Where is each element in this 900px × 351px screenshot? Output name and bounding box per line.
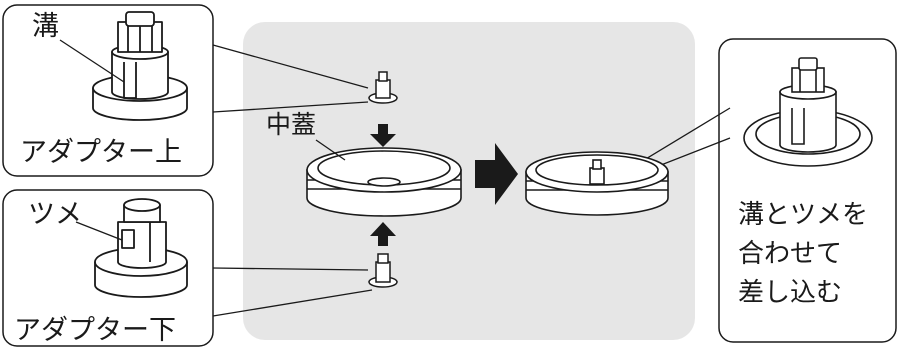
instruction-line-1: 溝とツメを (738, 200, 869, 230)
claw-leader-line (75, 221, 123, 241)
instruction-text: 溝とツメを 合わせて 差し込む (738, 196, 868, 313)
assembled-detail-callout (718, 38, 897, 343)
adapter-lower-label: アダプター下 (14, 315, 176, 346)
claw-label: ツメ (28, 199, 82, 230)
adapter-lower-leader-lines (212, 267, 373, 317)
assembled-lid-illustration (525, 151, 669, 216)
up-arrow-icon (370, 222, 396, 246)
adapter-lower-small (368, 253, 398, 288)
adapter-upper-small (368, 71, 398, 104)
adapter-upper-leader-lines (212, 44, 369, 113)
adapter-lower-large-illustration (94, 198, 188, 298)
assembled-detail-illustration (743, 57, 873, 167)
instruction-line-2: 合わせて (738, 239, 843, 269)
groove-leader-line (59, 39, 125, 83)
middle-lid-illustration (306, 147, 462, 217)
adapter-upper-large-illustration (92, 11, 188, 121)
middle-lid-label: 中蓋 (266, 110, 317, 139)
instruction-line-3: 差し込む (738, 278, 843, 308)
background-panel (243, 22, 695, 340)
groove-label: 溝 (32, 11, 59, 42)
right-arrow-icon (475, 143, 518, 205)
middle-lid-leader-line (315, 139, 346, 161)
down-arrow-icon (370, 124, 396, 147)
adapter-upper-label: アダプター上 (20, 137, 182, 168)
